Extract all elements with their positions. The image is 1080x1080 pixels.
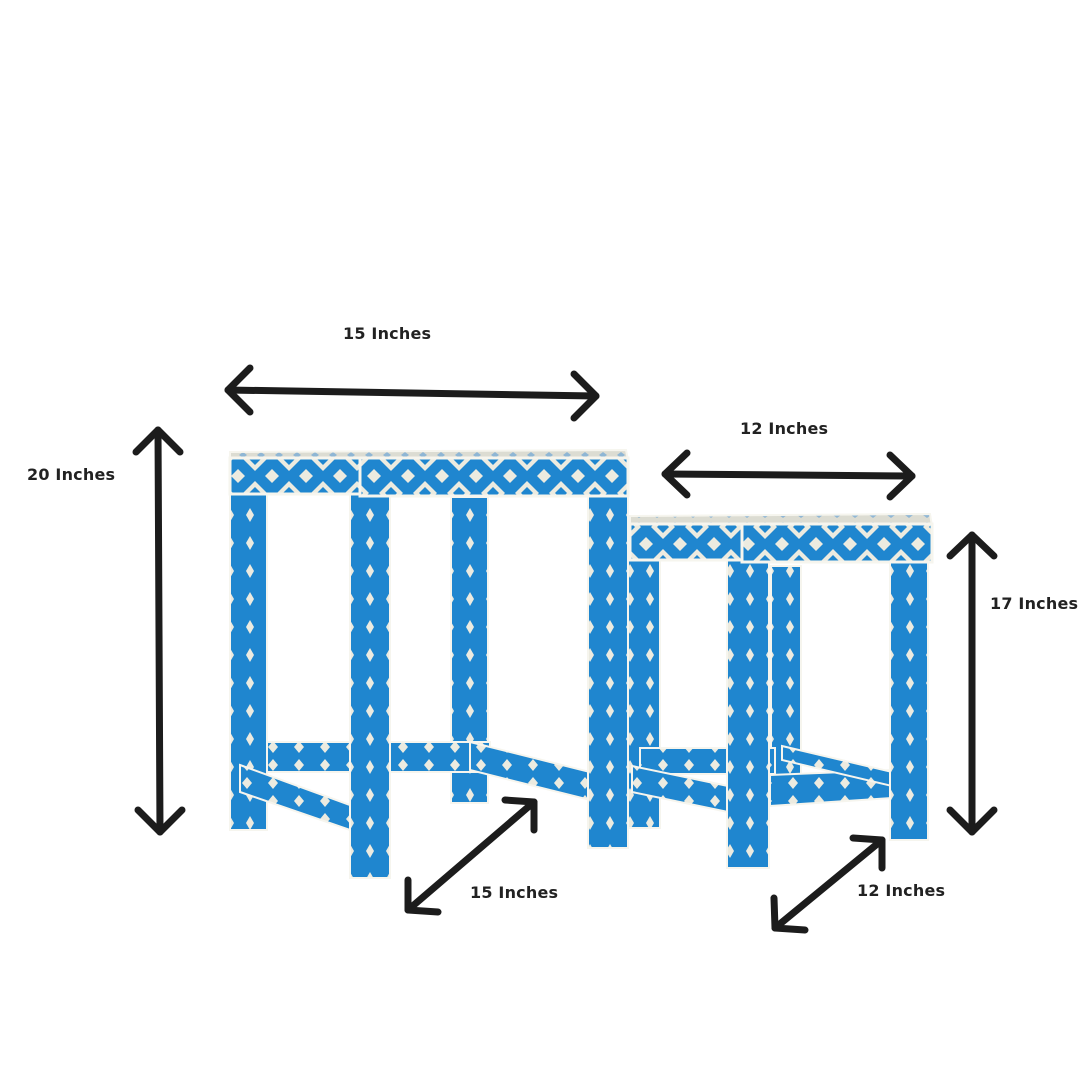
large-table-right-leg [587,489,629,849]
large-width-label: 15 Inches [343,324,432,343]
large-depth-arrow [404,796,538,916]
large-table-apron-front [358,456,630,498]
large-width-arrow [224,364,600,422]
small-depth-arrow [770,834,886,934]
small-table-apron-front [740,522,934,564]
small-width-label: 12 Inches [740,419,829,438]
small-table-front-leg [726,555,770,869]
small-width-arrow [661,449,916,501]
small-height-label: 17 Inches [990,594,1079,613]
large-height-label: 20 Inches [27,465,116,484]
large-nesting-table [228,448,630,879]
large-height-arrow [132,426,186,836]
small-height-arrow [946,531,998,836]
large-depth-label: 15 Inches [470,883,559,902]
small-nesting-table [627,512,934,869]
small-depth-label: 12 Inches [857,881,946,900]
large-table-front-leg [349,489,391,879]
small-table-right-leg [889,555,929,841]
large-table-apron-left [228,456,362,496]
small-table-apron-left [628,522,744,562]
